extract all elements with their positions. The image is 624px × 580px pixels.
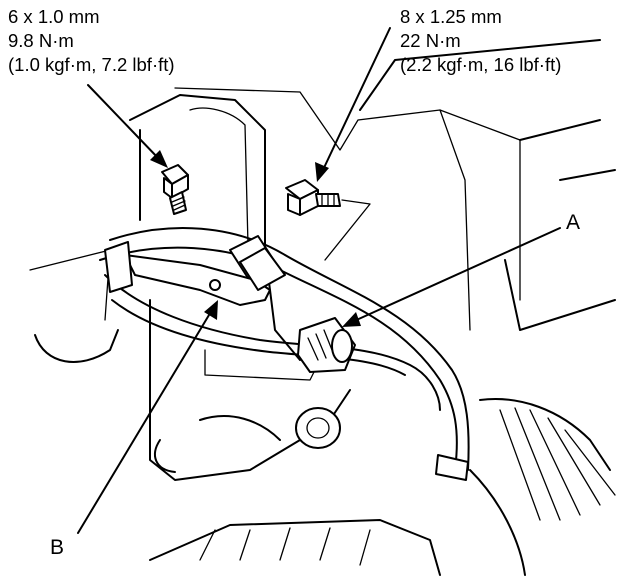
- bracket-b: [104, 235, 286, 306]
- callout-b: B: [50, 536, 65, 559]
- callout-a: A: [566, 211, 581, 234]
- spec-left-torque-nm: 9.8 N·m: [8, 30, 74, 51]
- body-frame: [29, 39, 616, 363]
- leader-lines: [77, 27, 561, 534]
- bolt-small: [161, 164, 189, 215]
- spec-right-torque-nm: 22 N·m: [400, 30, 461, 51]
- spec-right-size: 8 x 1.25 mm: [400, 6, 502, 27]
- drive-shaft-boot: [149, 398, 616, 576]
- wheel-sensor-a: [297, 317, 356, 373]
- spec-right-torque-alt: (2.2 kgf·m, 16 lbf·ft): [400, 54, 562, 75]
- spec-left-size: 6 x 1.0 mm: [8, 6, 100, 27]
- bolt-large: [285, 179, 371, 261]
- spec-left-torque-alt: (1.0 kgf·m, 7.2 lbf·ft): [8, 54, 175, 75]
